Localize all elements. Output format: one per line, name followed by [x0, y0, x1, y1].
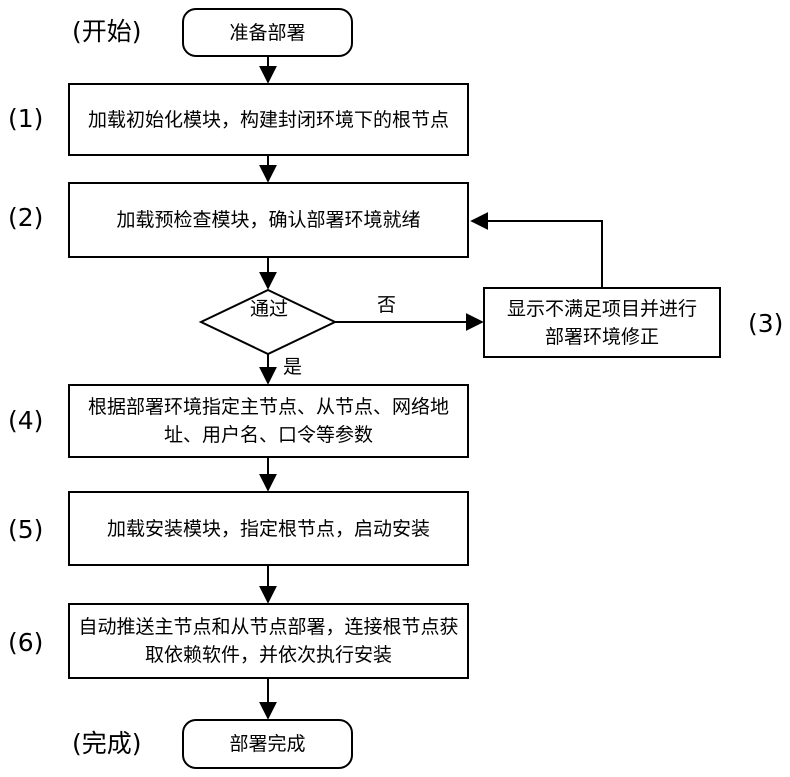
step3-box: 显示不满足项目并进行部署环境修正	[483, 287, 721, 358]
step6-text: 自动推送主节点和从节点部署，连接根节点获取依赖软件，并依次执行安装	[78, 613, 459, 669]
step4-text: 根据部署环境指定主节点、从节点、网络地址、用户名、口令等参数	[78, 393, 459, 449]
arrow-step3-step2	[472, 221, 602, 287]
end-node-text: 部署完成	[229, 730, 305, 758]
step1-label: (1)	[8, 104, 43, 134]
end-node: 部署完成	[182, 719, 353, 769]
step2-text: 加载预检查模块，确认部署环境就绪	[116, 206, 420, 234]
step4-label: (4)	[8, 406, 43, 436]
step2-label: (2)	[8, 203, 43, 233]
no-edge-label: 否	[377, 294, 396, 316]
step3-text: 显示不满足项目并进行部署环境修正	[499, 295, 705, 351]
step3-label: (3)	[748, 309, 783, 339]
step1-text: 加载初始化模块，构建封闭环境下的根节点	[88, 106, 449, 134]
end-label: (完成)	[72, 729, 142, 759]
start-label: (开始)	[72, 17, 142, 47]
step2-box: 加载预检查模块，确认部署环境就绪	[68, 182, 469, 258]
step1-box: 加载初始化模块，构建封闭环境下的根节点	[68, 83, 469, 156]
step6-box: 自动推送主节点和从节点部署，连接根节点获取依赖软件，并依次执行安装	[68, 603, 469, 679]
step6-label: (6)	[8, 628, 43, 658]
step5-box: 加载安装模块，指定根节点，启动安装	[68, 491, 469, 566]
step5-text: 加载安装模块，指定根节点，启动安装	[107, 515, 430, 543]
decision-text: 通过	[242, 298, 296, 320]
start-node-text: 准备部署	[229, 19, 305, 47]
yes-edge-label: 是	[283, 356, 302, 378]
step5-label: (5)	[8, 515, 43, 545]
start-node: 准备部署	[182, 8, 353, 57]
step4-box: 根据部署环境指定主节点、从节点、网络地址、用户名、口令等参数	[68, 384, 469, 458]
